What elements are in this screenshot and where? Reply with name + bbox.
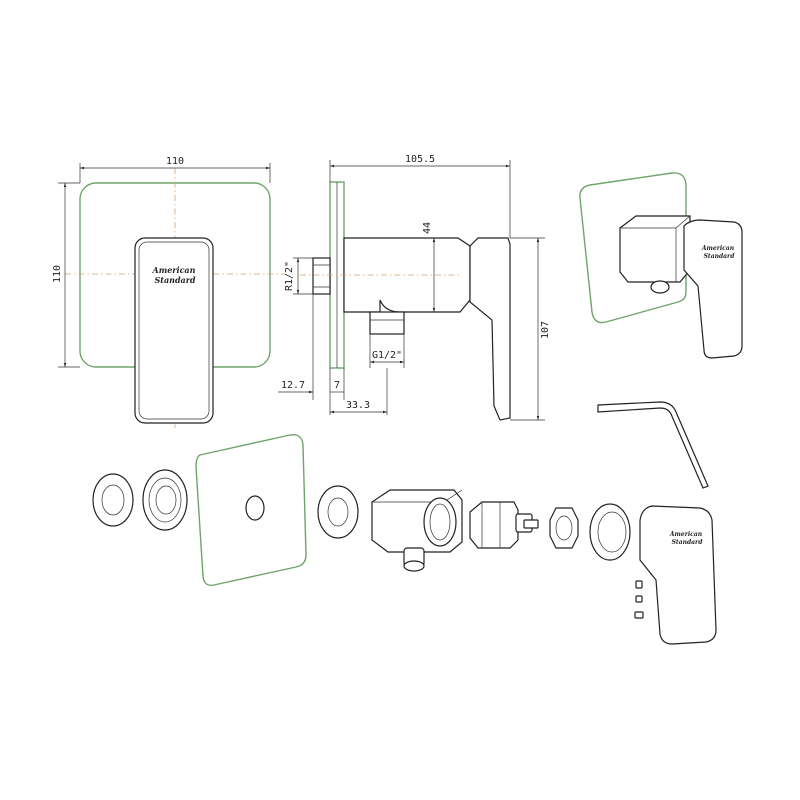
brand-logo: American Standard	[152, 265, 196, 285]
dim-front-width: 110	[166, 156, 184, 167]
dim-front-height: 110	[52, 265, 63, 283]
iso-valve-body	[619, 215, 691, 283]
front-view: American Standard 110 110	[52, 156, 285, 428]
exploded-set-screws	[634, 580, 644, 619]
logo-line2: Standard	[154, 275, 195, 285]
dim-12-7: 12.7	[281, 380, 305, 391]
exploded-nut	[549, 507, 579, 549]
side-lever	[469, 237, 511, 421]
dim-7: 7	[334, 380, 340, 391]
side-view: 105.5 44 107 R1/2" G1/2" 12.7 7 33.3	[278, 154, 551, 421]
exploded-cartridge	[469, 501, 539, 549]
exploded-logo-line2: Standard	[672, 539, 704, 546]
logo-line1: American	[152, 265, 196, 275]
iso-logo-line2: Standard	[704, 253, 736, 260]
isometric-view: American Standard	[579, 172, 743, 359]
side-outlet	[369, 311, 405, 335]
exploded-gasket	[317, 485, 359, 539]
iso-lever	[683, 219, 743, 359]
dim-inlet-thread: R1/2"	[284, 261, 295, 291]
dim-side-44: 44	[422, 222, 433, 234]
side-inlet-stub	[312, 257, 331, 295]
exploded-logo-line1: American	[669, 531, 702, 538]
exploded-ring-2	[142, 469, 188, 531]
front-lever-handle	[134, 237, 214, 424]
exploded-lever: American Standard	[639, 505, 717, 645]
front-lever-inner	[138, 241, 210, 420]
exploded-ring-1	[92, 473, 134, 527]
iso-outlet	[650, 280, 670, 294]
exploded-sleeve	[589, 503, 631, 561]
exploded-view: American Standard	[92, 434, 717, 645]
iso-logo-line1: American	[701, 245, 734, 252]
exploded-cover-plate	[195, 434, 307, 586]
dim-side-depth: 105.5	[405, 154, 435, 165]
allen-key	[597, 401, 709, 489]
dim-outlet-thread: G1/2"	[372, 350, 402, 361]
dim-33-3: 33.3	[346, 400, 370, 411]
dim-overall-height: 107	[540, 321, 551, 339]
exploded-valve-body	[371, 489, 463, 572]
